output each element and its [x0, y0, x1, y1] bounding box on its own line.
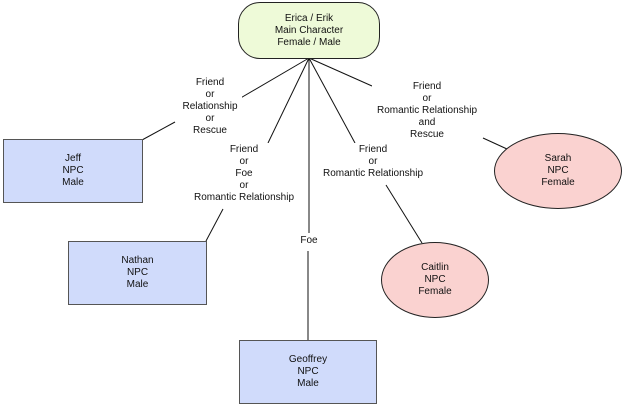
- edge-label-caitlin-line: or: [368, 156, 378, 167]
- edge-label-nathan-line: Romantic Relationship: [193, 192, 295, 203]
- edge-label-nathan: Friend or Foe or Romantic Relationship: [190, 143, 298, 205]
- node-nathan-gender: Male: [126, 279, 149, 290]
- edge-label-nathan-line: or: [239, 180, 249, 191]
- edge-label-geoffrey-line: Foe: [300, 235, 318, 246]
- node-nathan-role: NPC: [126, 267, 149, 278]
- node-jeff-name: Jeff: [65, 153, 81, 164]
- edge-main-caitlin-lower: [385, 184, 423, 244]
- edge-main-jeff-upper: [231, 57, 310, 104]
- edge-label-jeff-line: Friend: [195, 77, 225, 88]
- edge-label-nathan-line: or: [239, 156, 249, 167]
- node-geoffrey-name: Geoffrey: [288, 354, 328, 365]
- edge-label-caitlin: Friend or Romantic Relationship: [319, 143, 427, 181]
- edge-label-nathan-line: Foe: [235, 168, 253, 179]
- node-jeff-role: NPC: [62, 165, 84, 176]
- node-jeff-gender: Male: [62, 177, 84, 188]
- node-caitlin-role: NPC: [424, 274, 446, 285]
- node-caitlin-gender: Female: [418, 286, 452, 297]
- edge-label-sarah-line: Rescue: [410, 129, 444, 140]
- edge-label-sarah-line: or: [422, 93, 432, 104]
- node-main-gender: Female / Male: [277, 36, 341, 48]
- node-caitlin[interactable]: Caitlin NPC Female: [381, 242, 489, 318]
- edge-label-geoffrey: Foe: [294, 234, 324, 248]
- edge-main-caitlin-upper: [308, 57, 356, 144]
- edge-label-sarah-line: Romantic Relationship: [376, 105, 478, 116]
- node-caitlin-name: Caitlin: [421, 262, 449, 273]
- edge-label-sarah-line: Friend: [412, 81, 442, 92]
- node-main-character[interactable]: Erica / Erik Main Character Female / Mal…: [238, 2, 380, 59]
- edge-label-jeff-line: Rescue: [193, 125, 227, 136]
- node-sarah-role: NPC: [547, 165, 569, 176]
- node-nathan-name: Nathan: [121, 255, 154, 266]
- node-sarah-gender: Female: [541, 177, 575, 188]
- edge-label-caitlin-line: Romantic Relationship: [322, 168, 424, 179]
- edge-label-nathan-line: Friend: [229, 144, 259, 155]
- edge-main-nathan-lower: [205, 208, 224, 242]
- edge-label-sarah-line: and: [418, 117, 436, 128]
- edge-main-sarah-lower: [482, 137, 508, 150]
- edge-label-jeff-line: Relationship: [182, 101, 238, 112]
- edge-label-caitlin-line: Friend: [358, 144, 388, 155]
- node-main-role: Main Character: [274, 24, 344, 36]
- node-nathan[interactable]: Nathan NPC Male: [68, 241, 207, 305]
- edge-main-nathan-upper: [267, 57, 310, 144]
- node-main-name: Erica / Erik: [284, 12, 334, 24]
- edge-main-sarah-upper: [308, 57, 373, 87]
- node-geoffrey-role: NPC: [297, 366, 319, 377]
- node-geoffrey-gender: Male: [297, 378, 319, 389]
- edge-label-sarah: Friend or Romantic Relationship and Resc…: [372, 80, 482, 142]
- node-sarah-name: Sarah: [544, 153, 572, 164]
- node-geoffrey[interactable]: Geoffrey NPC Male: [239, 340, 377, 404]
- edge-label-jeff: Friend or Relationship or Rescue: [178, 76, 242, 138]
- edge-label-jeff-line: or: [205, 113, 215, 124]
- node-sarah[interactable]: Sarah NPC Female: [494, 133, 622, 209]
- edge-main-jeff-lower: [141, 121, 176, 141]
- edge-label-jeff-line: or: [205, 89, 215, 100]
- node-jeff[interactable]: Jeff NPC Male: [3, 139, 143, 203]
